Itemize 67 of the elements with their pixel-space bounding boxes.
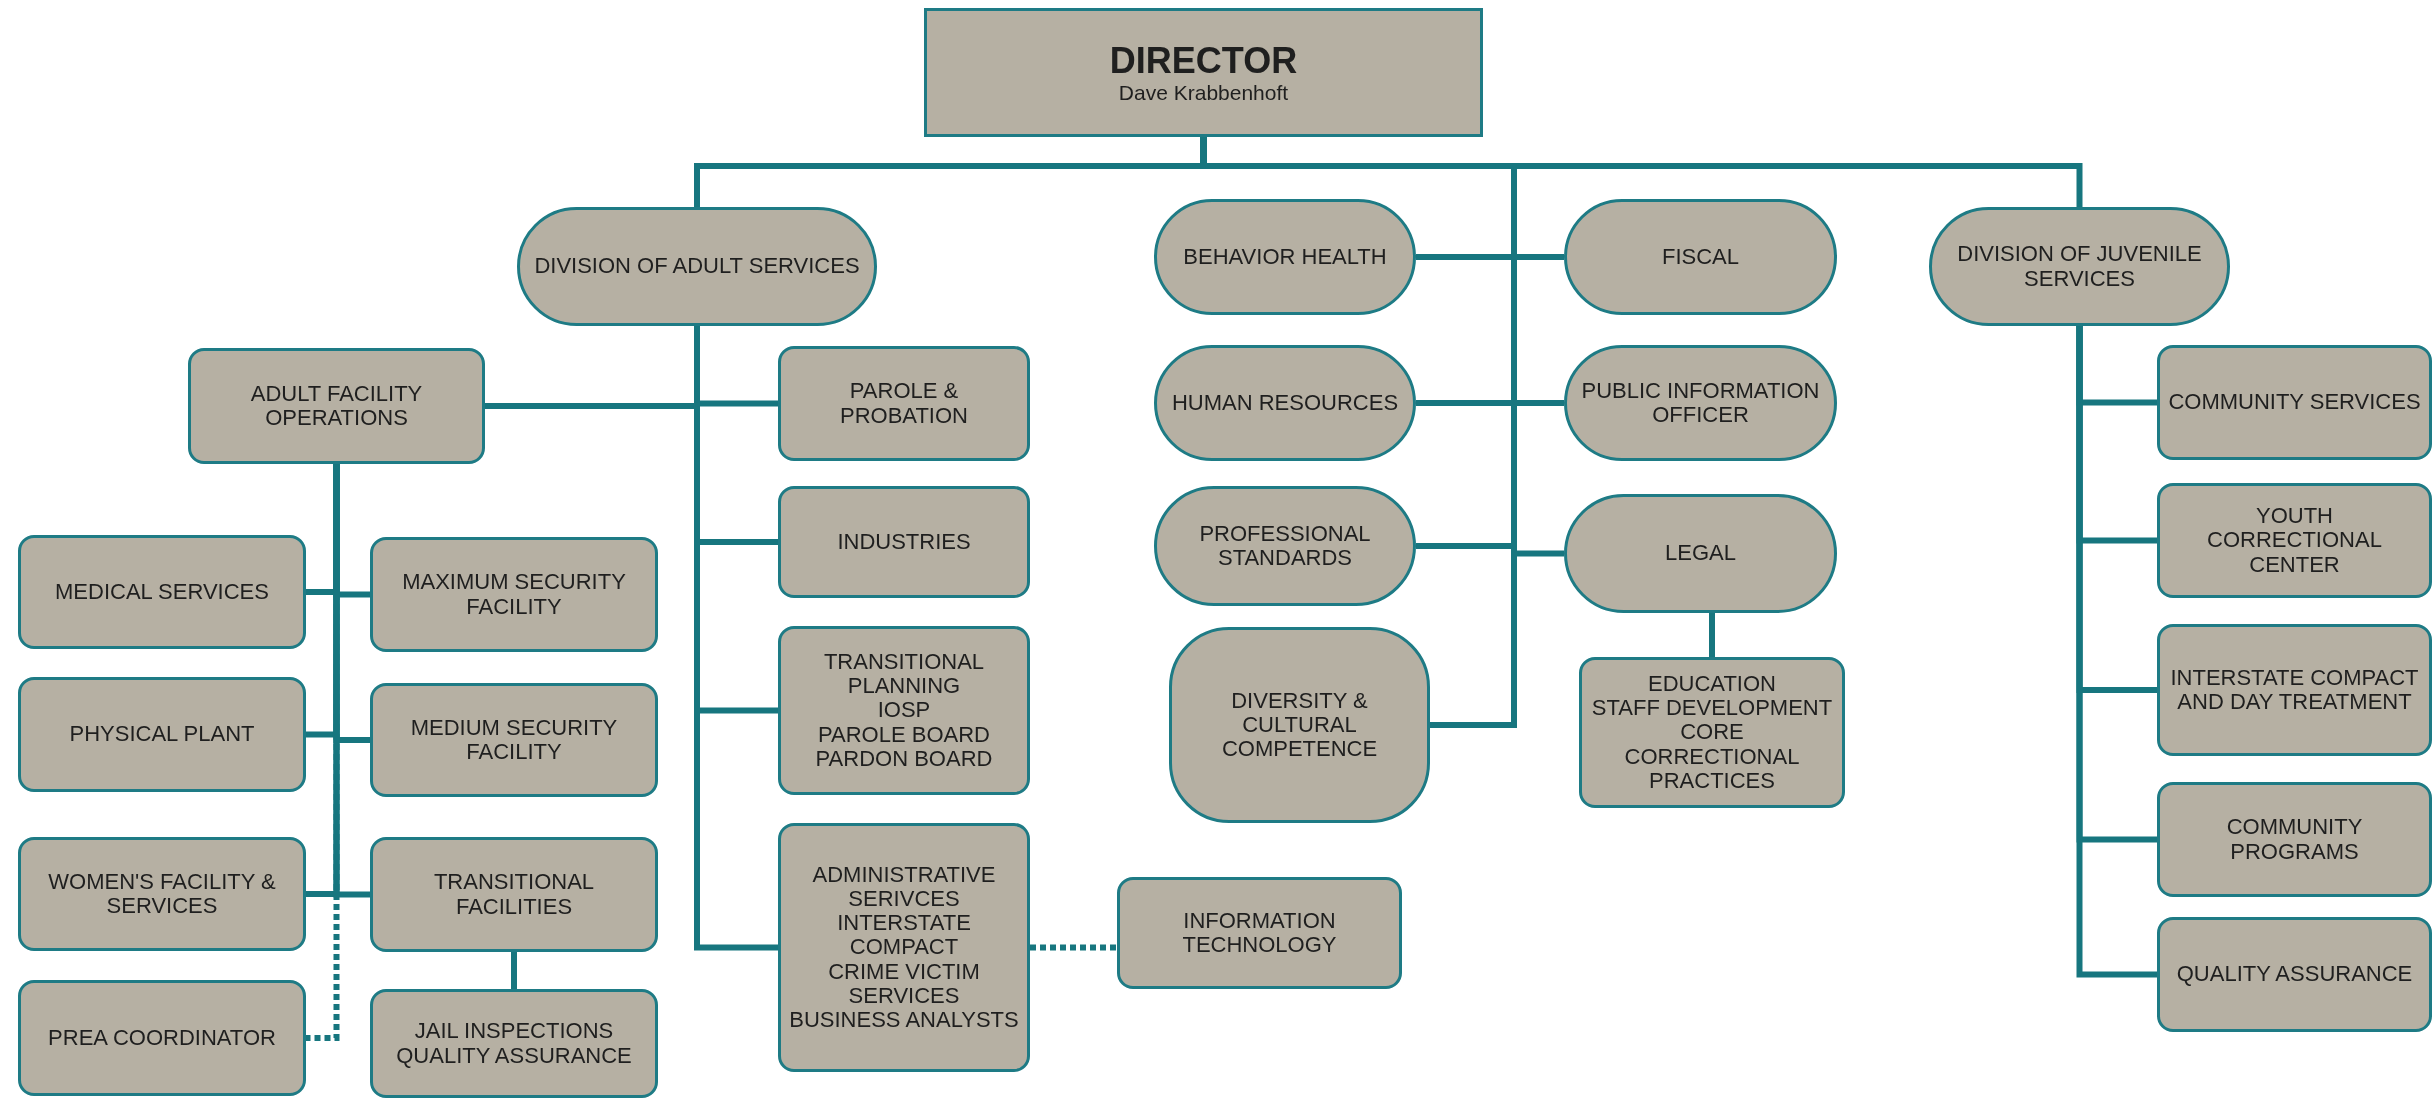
unit-label: BEHAVIOR HEALTH <box>1183 244 1387 270</box>
unit-box <box>188 348 485 464</box>
unit-label: WOMEN'S FACILITY & SERVICES <box>47 869 277 919</box>
connector-line <box>306 464 340 1041</box>
unit-box <box>2157 483 2432 598</box>
unit-label: TRANSITIONAL PLANNING <box>822 650 986 699</box>
unit-label: PROFESSIONAL STANDARDS <box>1198 521 1372 571</box>
unit-label: ADMINISTRATIVE SERIVCES <box>811 862 997 912</box>
unit-label: ADULT FACILITY OPERATIONS <box>249 381 424 431</box>
unit-label: IOSP <box>877 698 931 723</box>
unit-label: PUBLIC INFORMATION OFFICER <box>1580 378 1821 428</box>
unit-label: DIVERSITY & CULTURAL COMPETENCE <box>1220 688 1379 762</box>
unit-box <box>1579 657 1845 808</box>
unit-box <box>18 535 306 649</box>
unit-box <box>778 626 1030 795</box>
unit-label: DIVISION OF ADULT SERVICES <box>534 254 860 279</box>
unit-box <box>370 683 658 797</box>
unit-box <box>1117 877 1402 989</box>
unit-box <box>778 823 1030 1072</box>
rounded-unit-box <box>1169 627 1430 823</box>
unit-box <box>2157 624 2432 756</box>
unit-label: COMMUNITY SERVICES <box>2168 390 2421 415</box>
unit-label: TRANSITIONAL FACILITIES <box>432 870 596 919</box>
unit-box <box>2157 917 2432 1032</box>
unit-label: DIVISION OF JUVENILE SERVICES <box>1956 242 2203 291</box>
unit-box <box>778 346 1030 461</box>
connector-line <box>1709 613 1715 657</box>
unit-label: QUALITY ASSURANCE <box>2176 962 2413 987</box>
unit-label: INTERSTATE COMPACT <box>836 911 972 960</box>
unit-box <box>18 980 306 1096</box>
unit-label: PAROLE & PROBATION <box>839 379 969 428</box>
unit-label: INFORMATION TECHNOLOGY <box>1181 908 1338 958</box>
unit-label: COMMUNITY PROGRAMS <box>2225 815 2364 864</box>
connector-line <box>1030 944 1117 951</box>
unit-label: CORE CORRECTIONAL PRACTICES <box>1623 720 1801 793</box>
unit-label: INDUSTRIES <box>837 529 971 555</box>
unit-box <box>18 677 306 792</box>
unit-label: YOUTH CORRECTIONAL CENTER <box>2206 504 2383 577</box>
unit-label: HUMAN RESOURCES <box>1171 390 1399 416</box>
unit-label: PAROLE BOARD <box>818 722 990 747</box>
unit-label: MEDICAL SERVICES <box>55 579 269 605</box>
unit-box <box>18 837 306 951</box>
unit-label: BUSINESS ANALYSTS <box>789 1007 1019 1033</box>
unit-box <box>370 989 658 1098</box>
unit-label: MEDIUM SECURITY FACILITY <box>409 715 619 765</box>
unit-label: PREA COORDINATOR <box>48 1025 276 1051</box>
unit-box <box>778 486 1030 598</box>
connector-line <box>2076 326 2157 978</box>
director-box <box>924 8 1483 137</box>
unit-label: MAXIMUM SECURITY FACILITY <box>401 570 627 619</box>
unit-label: PARDON BOARD <box>815 746 993 771</box>
connector-line <box>511 952 517 989</box>
unit-label: PHYSICAL PLANT <box>69 722 255 747</box>
unit-box <box>2157 782 2432 897</box>
unit-label: JAIL INSPECTIONS <box>414 1019 614 1044</box>
name-text: Dave Krabbenhoft <box>1118 80 1289 104</box>
unit-box <box>2157 345 2432 460</box>
unit-label: LEGAL <box>1665 541 1736 566</box>
unit-label: STAFF DEVELOPMENT <box>1591 696 1833 721</box>
unit-box <box>370 837 658 952</box>
title-text: DIRECTOR <box>1109 41 1298 81</box>
unit-label: CRIME VICTIM SERVICES <box>827 959 981 1008</box>
unit-label: INTERSTATE COMPACT AND DAY TREATMENT <box>2169 665 2420 715</box>
unit-label: EDUCATION <box>1648 672 1776 697</box>
unit-box <box>370 537 658 652</box>
unit-label: FISCAL <box>1662 244 1739 270</box>
unit-label: QUALITY ASSURANCE <box>396 1043 632 1068</box>
